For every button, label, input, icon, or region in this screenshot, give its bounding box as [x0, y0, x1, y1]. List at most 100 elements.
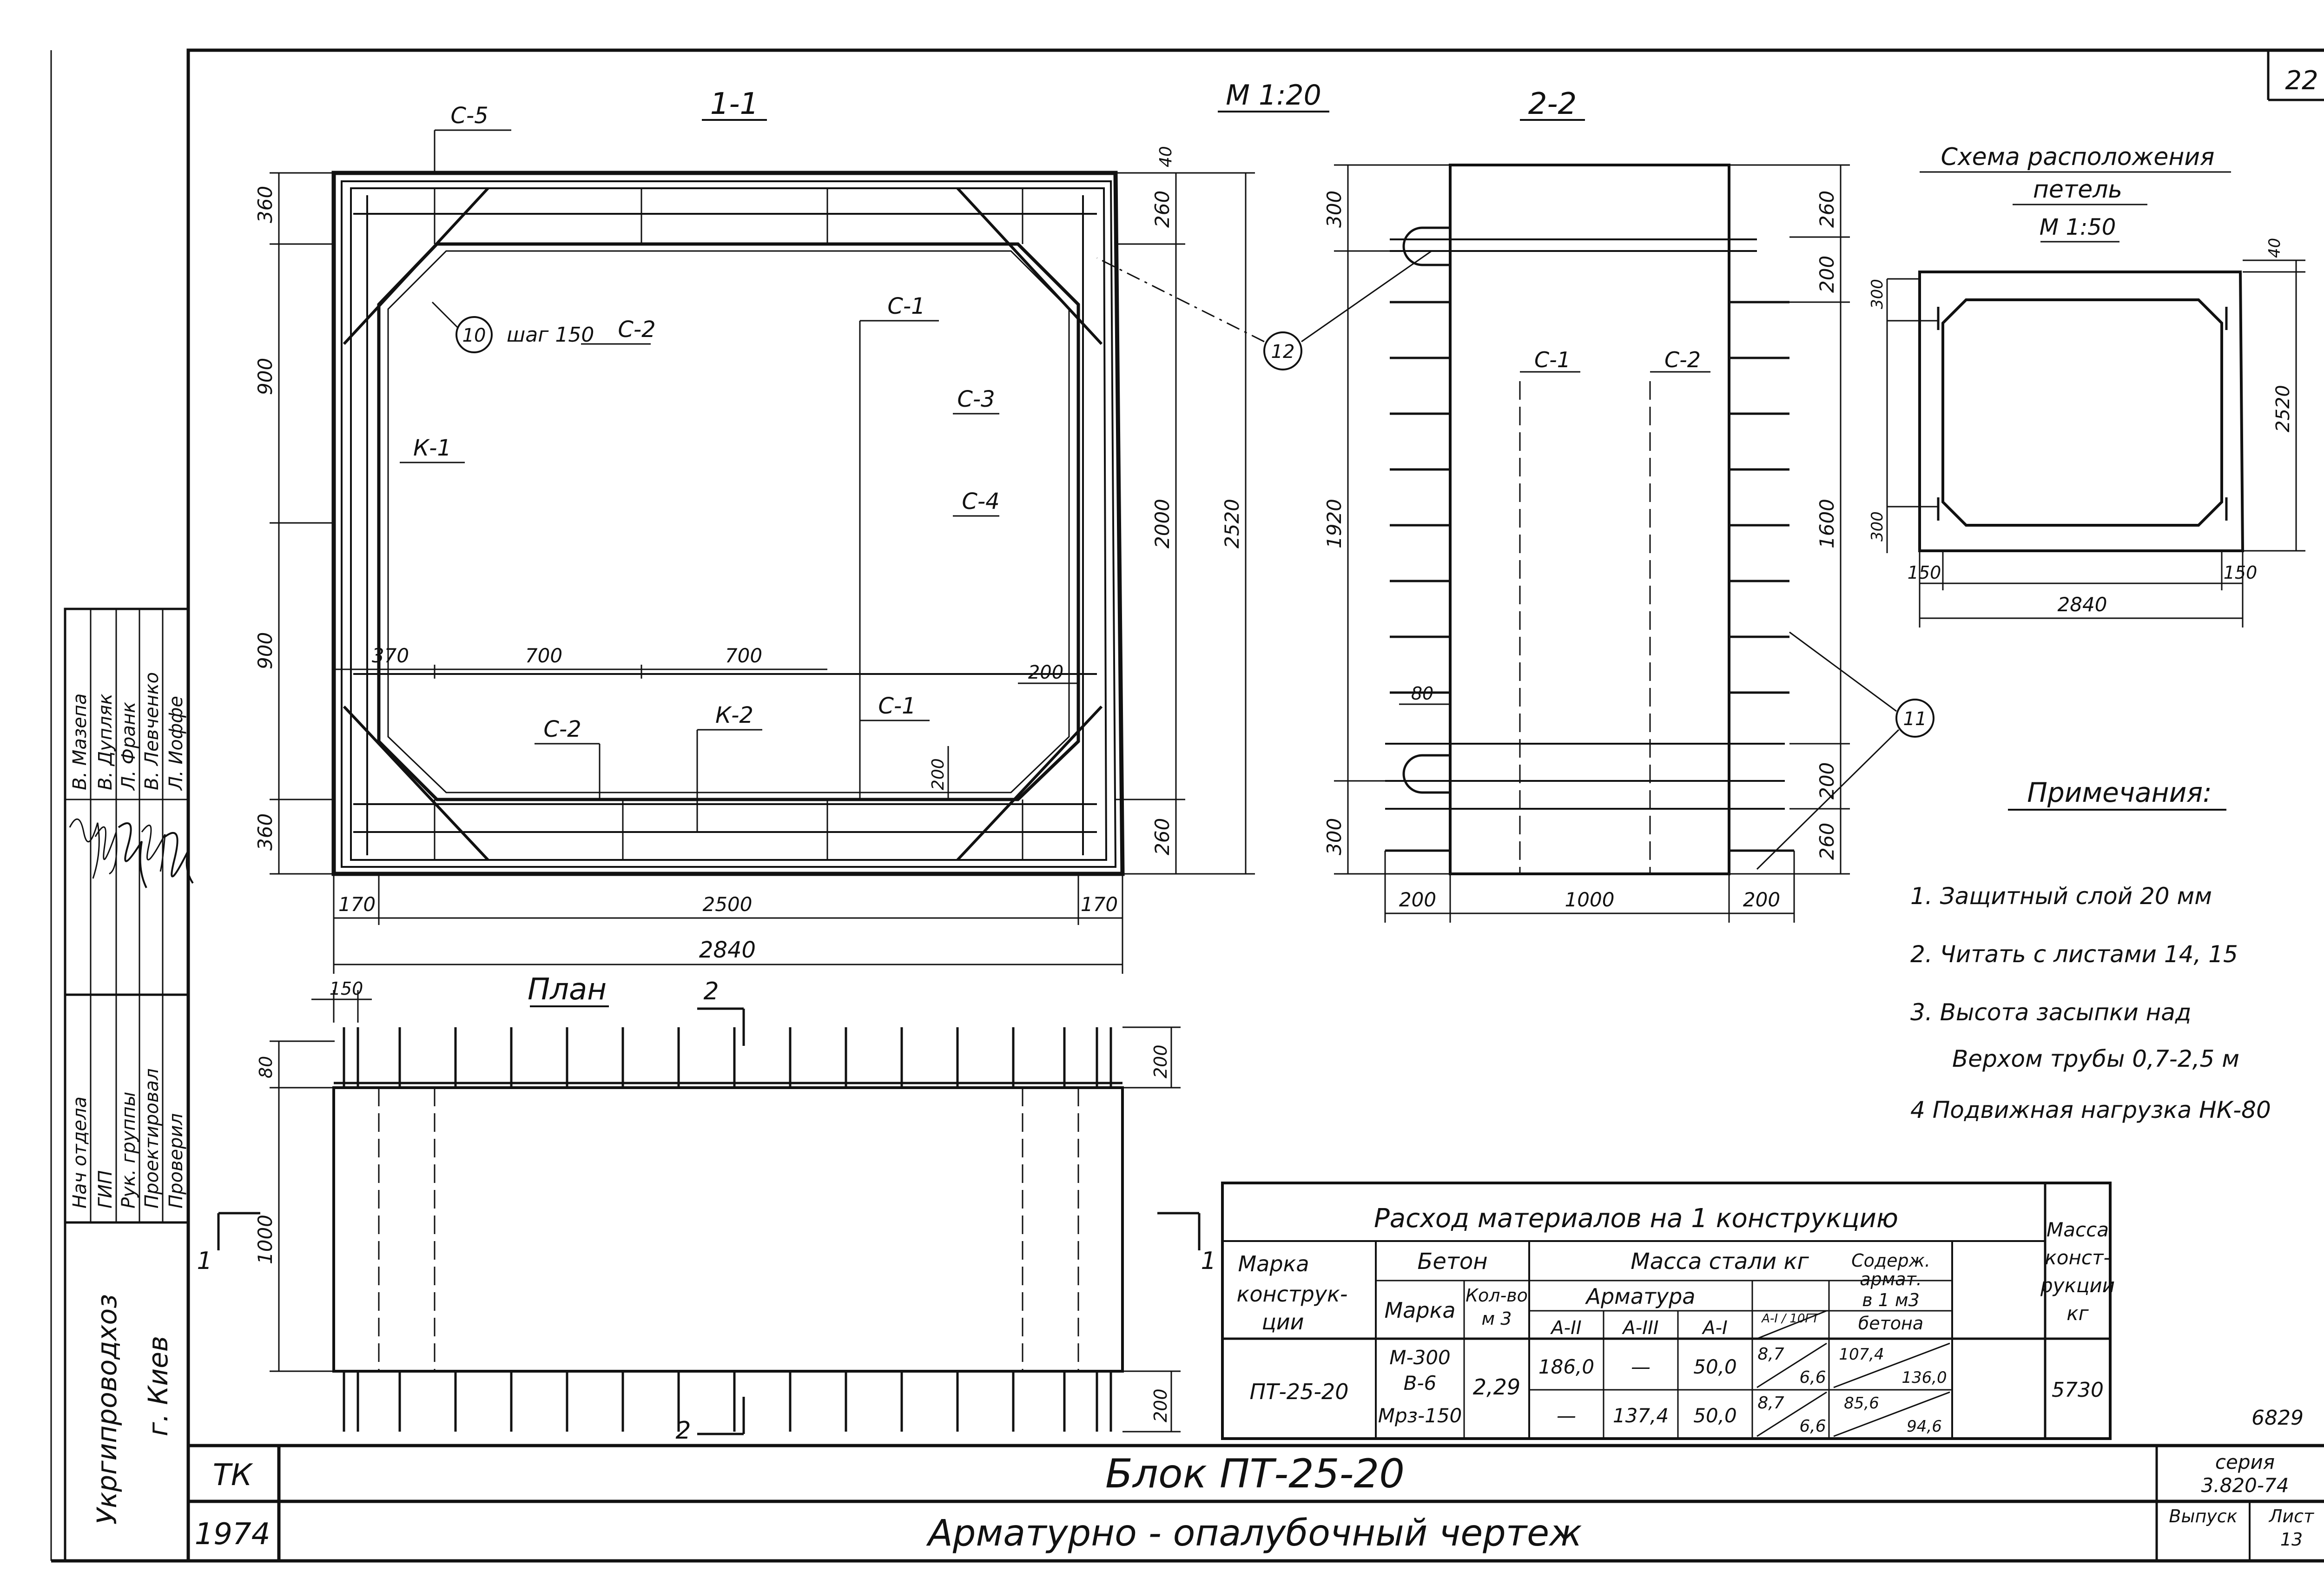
dimension-label: 2500	[703, 893, 753, 916]
callout-circle	[456, 316, 493, 353]
staff-stamp	[64, 608, 194, 1224]
staff-name: В. Мазепа	[69, 694, 91, 790]
dimension-label: 900	[254, 358, 277, 395]
section-2-2-dimensions	[1334, 164, 1850, 923]
dimension-label: 300	[1868, 511, 1887, 542]
dimension-lines-left	[270, 172, 335, 875]
dimension-label: 1000	[254, 1215, 277, 1264]
dimension-label: 370	[372, 644, 409, 667]
staff-role: Рук. группы	[118, 1092, 139, 1209]
table-cell: 50,0	[1693, 1355, 1737, 1378]
dimension-label: 40	[1156, 146, 1175, 167]
dimension-label: 40	[2265, 238, 2284, 258]
dimension-label: 200	[929, 758, 948, 790]
dimension-label: 2520	[1221, 499, 1243, 548]
dimension-label: 260	[1816, 823, 1838, 860]
loops-scheme: Схема расположения петель М 1:50	[1868, 143, 2305, 628]
staff-names: В. Мазепа В. Дупляк Л. Франк В. Левченко…	[69, 672, 187, 791]
table-cell: В-6	[1404, 1372, 1437, 1394]
dimension-label: 200	[1743, 888, 1780, 911]
dimension-label: 200	[1816, 762, 1838, 799]
table-header: конструк-	[1237, 1282, 1348, 1307]
sheet-frame	[50, 48, 2324, 1563]
section-1-1: 1-1 М 1:20	[254, 79, 1329, 974]
callout-leader	[1756, 729, 1900, 870]
table-cell: 50,0	[1693, 1404, 1737, 1427]
bar-leaders	[400, 129, 999, 832]
dimension-label: 700	[725, 644, 762, 667]
table-header: в 1 м3	[1862, 1290, 1920, 1310]
staff-role: Проектировал	[141, 1068, 163, 1209]
organization-name: Укргипроводхоз	[91, 1294, 123, 1525]
dimension-label: 1600	[1816, 499, 1838, 548]
dimension-label: 2000	[1151, 499, 1174, 548]
table-cell: 8,7	[1757, 1394, 1784, 1413]
table-cell: 107,4	[1839, 1345, 1884, 1364]
staff-role: Проверил	[165, 1113, 187, 1209]
series-label: серия	[2215, 1451, 2275, 1473]
table-header: рукции	[2040, 1274, 2115, 1297]
bar-label: С-1	[887, 293, 925, 319]
series-value: 3.820-74	[2201, 1474, 2289, 1497]
callout-text: шаг 150	[507, 323, 594, 347]
section-title: 2-2	[1528, 87, 1577, 121]
bar-label: С-3	[957, 386, 995, 412]
plan-outline	[332, 1027, 1124, 1432]
table-header: Масса	[2047, 1218, 2109, 1241]
dimension-label: 200	[1028, 662, 1063, 683]
dimension-label: 150	[2224, 562, 2258, 583]
table-header: Арматура	[1585, 1284, 1696, 1309]
title-block	[188, 1444, 2324, 1561]
callout-12: 12	[1096, 250, 1432, 370]
table-cell: 85,6	[1844, 1394, 1879, 1413]
notes-title: Примечания:	[2027, 777, 2212, 808]
dimension-label: 150	[330, 978, 363, 999]
table-cell: 5730	[2052, 1378, 2104, 1402]
sheet-label: Лист	[2268, 1506, 2315, 1526]
table-cell: 136,0	[1901, 1368, 1947, 1387]
table-grid	[1221, 1182, 2112, 1440]
staff-name: В. Левченко	[141, 672, 163, 790]
table-header: Масса стали кг	[1631, 1248, 1809, 1275]
table-cell: Мрз-150	[1378, 1404, 1462, 1427]
table-header: А-III	[1621, 1317, 1658, 1339]
title-main: Блок ПТ-25-20	[1105, 1451, 1405, 1497]
table-header: армат.	[1860, 1269, 1922, 1289]
dimension-label: 2840	[699, 937, 756, 963]
dimension-label: 1000	[1565, 888, 1615, 911]
table-header: Кол-во	[1466, 1285, 1528, 1306]
dimension-label: 200	[1816, 256, 1838, 293]
bar-label: К-1	[413, 435, 451, 461]
table-cell: 2,29	[1473, 1374, 1520, 1400]
dimension-lines-bottom	[333, 874, 1123, 974]
table-header: конст-	[2045, 1246, 2110, 1269]
note-item: 3. Высота засыпки над	[1910, 999, 2192, 1026]
table-cell: 137,4	[1613, 1404, 1669, 1427]
dimension-label: 700	[525, 644, 562, 667]
bar-label: С-2	[1664, 347, 1701, 372]
scale-label: М 1:20	[1226, 79, 1321, 112]
dimension-label: 200	[1150, 1388, 1171, 1422]
dimension-label: 2840	[2058, 593, 2107, 616]
dimension-label: 360	[254, 186, 277, 223]
table-cell: 6,6	[1799, 1368, 1826, 1387]
sheet-number: 22	[2285, 66, 2318, 96]
staff-name: Л. Иоффе	[165, 696, 187, 791]
callout-circle	[1895, 699, 1934, 738]
callout-leader	[431, 301, 459, 329]
bar-label: С-2	[543, 716, 581, 742]
table-header: бетона	[1858, 1313, 1923, 1334]
bar-label: С-2	[618, 317, 655, 343]
cut-marks	[217, 1007, 1201, 1435]
bar-label: С-5	[450, 103, 488, 129]
table-cell: —	[1557, 1404, 1576, 1427]
stamp-year: 1974	[195, 1517, 271, 1552]
section-2-2: 2-2	[1323, 87, 1934, 923]
table-header: А-II	[1550, 1317, 1581, 1339]
document-number: 6829	[2251, 1406, 2304, 1430]
dimension-label: 170	[338, 893, 376, 916]
dimension-label: 260	[1151, 818, 1174, 855]
note-item: Верхом трубы 0,7-2,5 м	[1952, 1045, 2239, 1072]
staff-name: В. Дупляк	[95, 694, 116, 790]
